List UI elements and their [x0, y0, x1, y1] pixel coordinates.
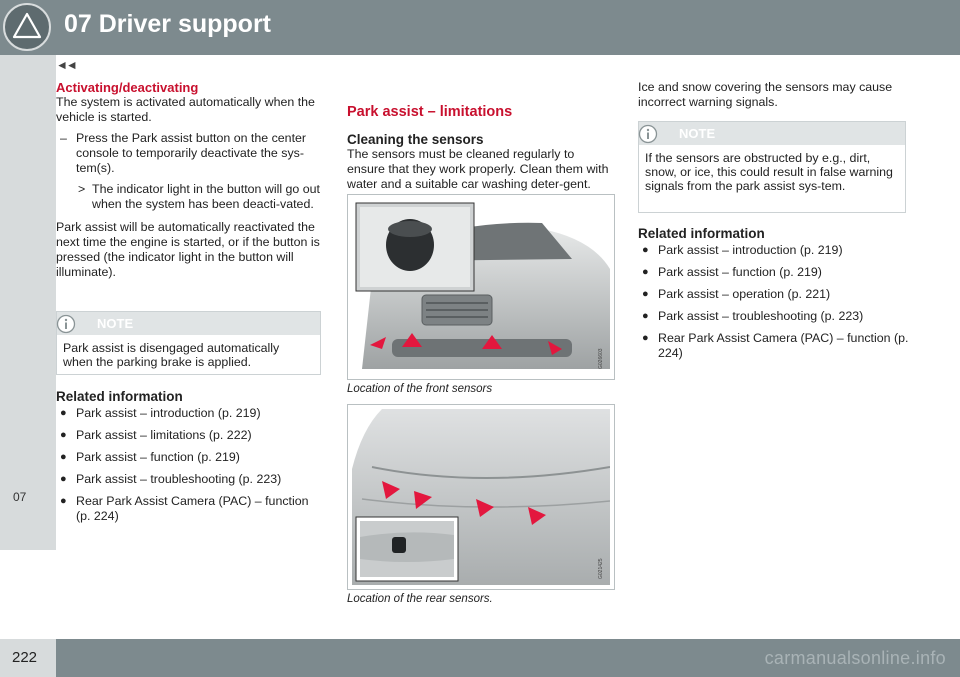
info-icon — [638, 124, 658, 144]
bullet-marker: ● — [60, 495, 67, 507]
step-text: Press the Park assist button on the cent… — [76, 131, 307, 175]
related-link[interactable]: ●Park assist – troubleshooting (p. 223) — [642, 309, 864, 323]
result-text: The indicator light in the button will g… — [92, 182, 320, 211]
related-link[interactable]: ●Park assist – limitations (p. 222) — [60, 428, 252, 442]
bullet-marker: ● — [642, 310, 649, 322]
related-list: ●Park assist – introduction (p. 219) ●Pa… — [638, 243, 910, 361]
chapter-title: 07 Driver support — [64, 10, 272, 38]
note-box: NOTE If the sensors are obstructed by e.… — [638, 121, 906, 213]
bullet-marker: ● — [60, 473, 67, 485]
figure-caption: Location of the front sensors — [347, 383, 493, 395]
page-footer — [0, 639, 960, 677]
column-2: Park assist – limitations Cleaning the s… — [347, 105, 615, 192]
bullet-marker: ● — [60, 429, 67, 441]
dash-marker: – — [60, 131, 67, 145]
related-link[interactable]: ●Park assist – troubleshooting (p. 223) — [60, 472, 282, 486]
page-header — [0, 0, 960, 55]
warning-triangle-icon — [3, 3, 51, 51]
column-1: Activating/deactivating The system is ac… — [56, 80, 320, 280]
sensor-arrow-icons — [370, 333, 562, 355]
related-info-3: Related information ●Park assist – intro… — [638, 226, 910, 368]
related-heading: Related information — [56, 389, 183, 404]
related-list: ●Park assist – introduction (p. 219) ●Pa… — [56, 406, 324, 524]
figure-caption: Location of the rear sensors. — [347, 593, 493, 605]
note-header: NOTE — [638, 122, 905, 145]
related-link[interactable]: ●Rear Park Assist Camera (PAC) – functio… — [60, 494, 309, 523]
bullet-marker: ● — [642, 244, 649, 256]
previous-page-icon[interactable]: ◄◄ — [56, 58, 78, 72]
rear-sensors-illustration: G021425 — [352, 409, 610, 585]
related-link[interactable]: ●Park assist – operation (p. 221) — [642, 287, 831, 301]
related-link[interactable]: ●Park assist – introduction (p. 219) — [60, 406, 261, 420]
section-heading: Activating/deactivating — [56, 80, 199, 95]
note-label: NOTE — [679, 126, 716, 141]
related-info-1: Related information ●Park assist – intro… — [56, 389, 324, 531]
note-text: Park assist is disengaged automatically … — [63, 341, 280, 369]
snow-text: Ice and snow covering the sensors may ca… — [638, 80, 893, 109]
cleaning-text: The sensors must be cleaned regularly to… — [347, 147, 609, 191]
footer-tab — [0, 639, 56, 677]
bullet-marker: ● — [642, 266, 649, 278]
related-heading: Related information — [638, 226, 765, 241]
bullet-marker: ● — [60, 451, 67, 463]
section-heading: Park assist – limitations — [347, 104, 513, 120]
page-number: 222 — [12, 649, 38, 666]
related-link[interactable]: ●Park assist – introduction (p. 219) — [642, 243, 843, 257]
result-marker: > — [78, 182, 86, 196]
column-3: Ice and snow covering the sensors may ca… — [638, 80, 906, 110]
note-text: If the sensors are obstructed by e.g., d… — [645, 151, 893, 193]
chapter-side-tab — [0, 55, 56, 550]
related-link[interactable]: ●Rear Park Assist Camera (PAC) – functio… — [642, 331, 909, 360]
bullet-marker: ● — [642, 332, 649, 344]
note-box: NOTE Park assist is disengaged automatic… — [56, 311, 321, 375]
sensor-arrow-icons — [382, 481, 546, 525]
related-link[interactable]: ●Park assist – function (p. 219) — [642, 265, 822, 279]
front-sensors-illustration: G026603 — [352, 199, 610, 375]
rear-sensors-figure: G021425 — [347, 404, 615, 590]
step-item: – Press the Park assist button on the ce… — [56, 131, 320, 176]
note-label: NOTE — [97, 316, 134, 331]
intro-text: The system is activated automatically wh… — [56, 95, 315, 124]
note-header: NOTE — [56, 312, 320, 335]
chapter-tab-label: 07 — [13, 490, 27, 504]
watermark: carmanualsonline.info — [764, 648, 946, 668]
front-sensors-figure: G026603 — [347, 194, 615, 380]
result-item: > The indicator light in the button will… — [56, 182, 320, 212]
bullet-marker: ● — [60, 407, 67, 419]
figure-code: G026603 — [598, 348, 604, 369]
subheading: Cleaning the sensors — [347, 132, 484, 147]
figure-code: G021425 — [598, 558, 604, 579]
reactivation-text: Park assist will be automatically reacti… — [56, 220, 320, 279]
bullet-marker: ● — [642, 288, 649, 300]
related-link[interactable]: ●Park assist – function (p. 219) — [60, 450, 240, 464]
info-icon — [56, 314, 76, 334]
